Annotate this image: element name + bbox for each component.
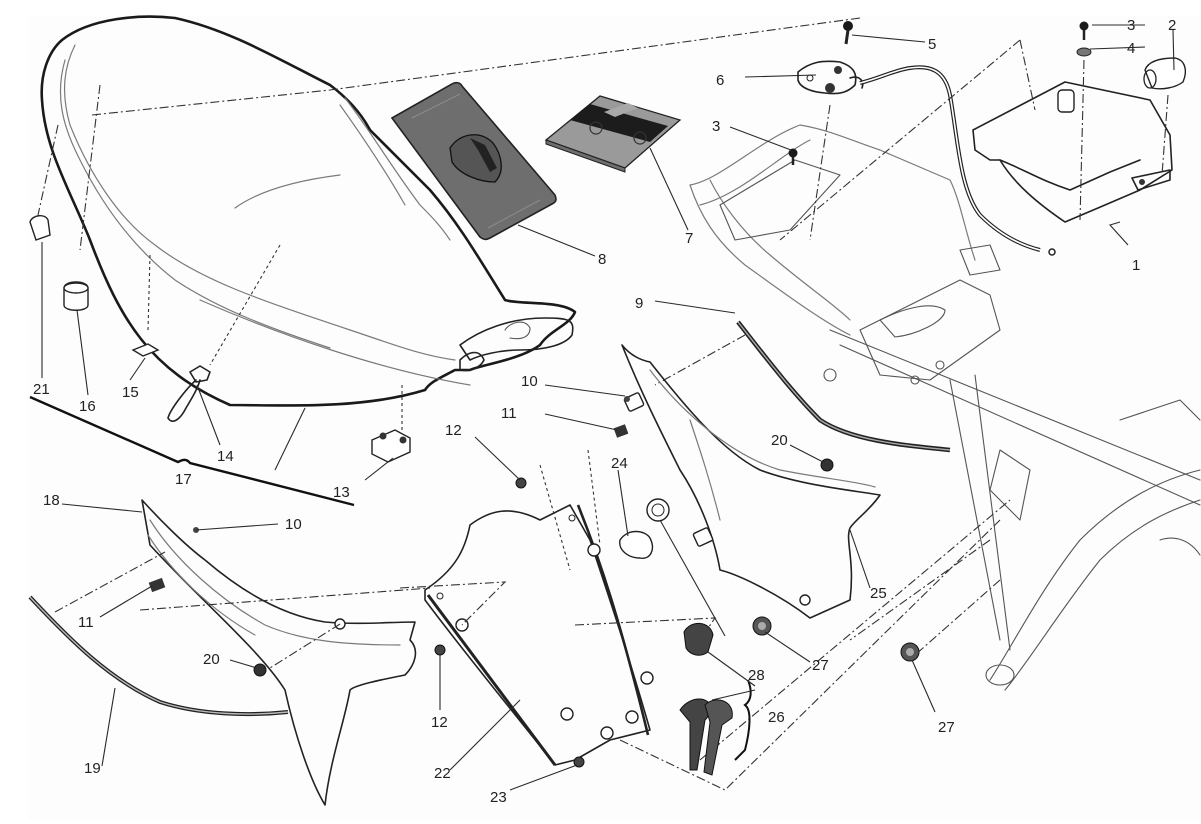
callout-27-center: 27 [812, 657, 829, 674]
callout-4: 4 [1127, 40, 1135, 57]
leader-lines [41, 24, 1175, 791]
rear-subframe[interactable] [689, 124, 1201, 691]
clip-15[interactable] [131, 343, 160, 357]
tray[interactable] [972, 81, 1173, 223]
left-side-panel[interactable] [141, 499, 417, 806]
screw-23[interactable] [573, 756, 585, 768]
callout-27-right: 27 [938, 719, 955, 736]
frame-reference-lines [699, 39, 1036, 761]
screw-3-top[interactable] [1079, 21, 1089, 41]
callout-10-right: 10 [521, 373, 538, 390]
callout-2: 2 [1168, 17, 1176, 34]
screw-5[interactable] [843, 21, 853, 45]
callout-13: 13 [333, 484, 350, 501]
screw-3-frame[interactable] [788, 148, 798, 166]
clip-21[interactable] [29, 215, 51, 241]
callout-3-top: 3 [1127, 17, 1135, 34]
ref-line-tray [1079, 59, 1085, 221]
screw-12-upper[interactable] [515, 477, 527, 489]
callout-5: 5 [928, 36, 936, 53]
callout-11-right: 11 [501, 405, 517, 422]
callout-9: 9 [635, 295, 643, 312]
bracket-26-assembly-line [734, 679, 752, 761]
seat-release-cable[interactable] [859, 65, 1056, 256]
callout-25: 25 [870, 585, 887, 602]
lock-cylinder[interactable] [683, 622, 714, 656]
clip-11-left[interactable] [148, 577, 166, 593]
screw-20-left[interactable] [253, 663, 267, 677]
callout-12-upper: 12 [445, 422, 462, 439]
screw-12-lower[interactable] [434, 644, 446, 656]
callout-14: 14 [217, 448, 234, 465]
callout-18: 18 [43, 492, 60, 509]
left-panel-reference-lines [54, 551, 431, 669]
ref-line-strip [654, 334, 746, 386]
damper-27-center[interactable] [752, 616, 772, 636]
callout-16: 16 [79, 398, 96, 415]
damper-27-right[interactable] [900, 642, 920, 662]
grommet-28[interactable] [646, 498, 670, 522]
callout-7: 7 [685, 230, 693, 247]
screw-20-right[interactable] [820, 458, 834, 472]
bracket-17-assembly-line [29, 395, 355, 507]
callout-21: 21 [33, 381, 50, 398]
trim-strip-19[interactable] [28, 595, 289, 717]
owner-manual[interactable] [544, 95, 682, 173]
callout-23: 23 [490, 789, 507, 806]
callout-20-left: 20 [203, 651, 220, 668]
callout-26: 26 [768, 709, 785, 726]
grommet-24[interactable] [619, 530, 654, 559]
clip-10-right[interactable] [624, 396, 630, 402]
callout-17: 17 [175, 471, 192, 488]
callout-8: 8 [598, 251, 606, 268]
callout-24: 24 [611, 455, 628, 472]
trim-strip-9[interactable] [736, 320, 951, 453]
callout-6: 6 [716, 72, 724, 89]
ref-line-cover [1161, 94, 1169, 176]
seat-reference-lines [37, 17, 861, 430]
callout-22: 22 [434, 765, 451, 782]
seat[interactable] [40, 15, 577, 407]
clip-11-right[interactable] [613, 424, 629, 438]
seat-lock[interactable] [797, 60, 864, 95]
keys[interactable] [679, 698, 733, 776]
cover-2[interactable] [1143, 57, 1187, 90]
callout-20-right: 20 [771, 432, 788, 449]
washer-4[interactable] [1076, 47, 1092, 57]
callout-labels: 1 2 3 3 4 5 6 7 8 9 10 10 11 11 12 12 13… [33, 17, 1176, 806]
callout-12-lower: 12 [431, 714, 448, 731]
right-side-panel[interactable] [621, 344, 881, 619]
bracket-13[interactable] [371, 429, 411, 463]
callout-28: 28 [748, 667, 765, 684]
callout-15: 15 [122, 384, 139, 401]
seat-bumper-16[interactable] [63, 281, 89, 311]
seat-strap-14[interactable] [167, 365, 211, 422]
callout-10-left: 10 [285, 516, 302, 533]
callout-1: 1 [1132, 257, 1140, 274]
seat-cover-bag[interactable] [390, 81, 557, 241]
callout-19: 19 [84, 760, 101, 777]
callout-11-left: 11 [78, 614, 94, 631]
callout-3-frame: 3 [712, 118, 720, 135]
